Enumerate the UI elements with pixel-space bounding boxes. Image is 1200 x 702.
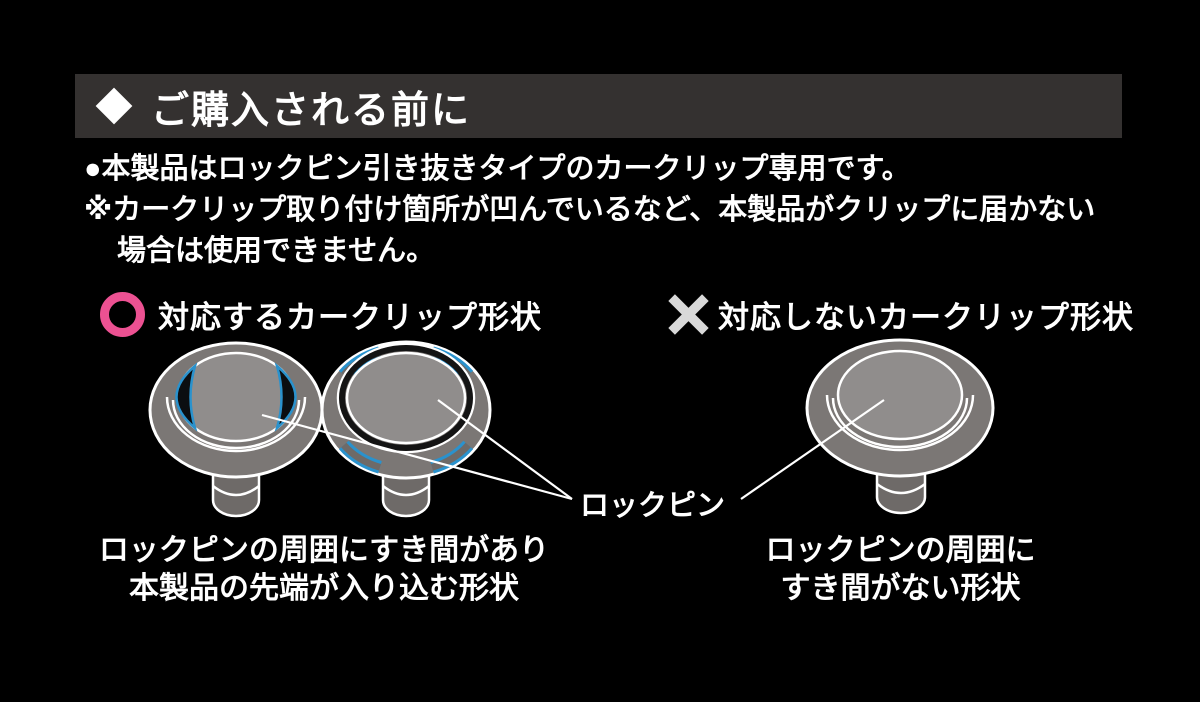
clip-compatible-notch-type <box>320 340 492 518</box>
incompatible-cross-icon <box>668 294 709 335</box>
compatible-caption-line-1: ロックピンの周囲にすき間があり <box>98 534 550 567</box>
section-header: ご購入される前に <box>75 74 1122 138</box>
compatible-caption: ロックピンの周囲にすき間があり 本製品の先端が入り込む形状 <box>85 532 563 608</box>
note-line-2: ※カークリップ取り付け箇所が凹んでいるなど、本製品がクリップに届かない <box>84 194 1096 226</box>
purchase-notes: ●本製品はロックピン引き抜きタイプのカークリップ専用です。 ※カークリップ取り付… <box>84 149 1095 272</box>
incompatible-caption: ロックピンの周囲に すき間がない形状 <box>728 532 1073 608</box>
note-line-3: 場合は使用できません。 <box>117 235 436 267</box>
incompatible-section-heading: 対応しないカークリップ形状 <box>666 291 1134 338</box>
clip-compatible-gap-type <box>148 341 324 518</box>
compatible-caption-line-2: 本製品の先端が入り込む形状 <box>129 572 519 605</box>
compatible-circle-icon <box>100 292 145 337</box>
header-title: ご購入される前に <box>151 89 472 132</box>
compatible-heading-label: 対応するカークリップ形状 <box>158 300 542 335</box>
incompatible-heading-label: 対応しないカークリップ形状 <box>718 300 1134 335</box>
incompatible-caption-line-1: ロックピンの周囲に <box>765 534 1036 567</box>
compatible-section-heading: 対応するカークリップ形状 <box>100 291 542 338</box>
clip-incompatible-flat-type <box>805 338 995 515</box>
lock-pin-leader-lines <box>261 399 885 501</box>
lock-pin-label: ロックピン <box>580 490 726 522</box>
note-line-1: ●本製品はロックピン引き抜きタイプのカークリップ専用です。 <box>84 153 911 185</box>
incompatible-caption-line-2: すき間がない形状 <box>780 572 1021 605</box>
